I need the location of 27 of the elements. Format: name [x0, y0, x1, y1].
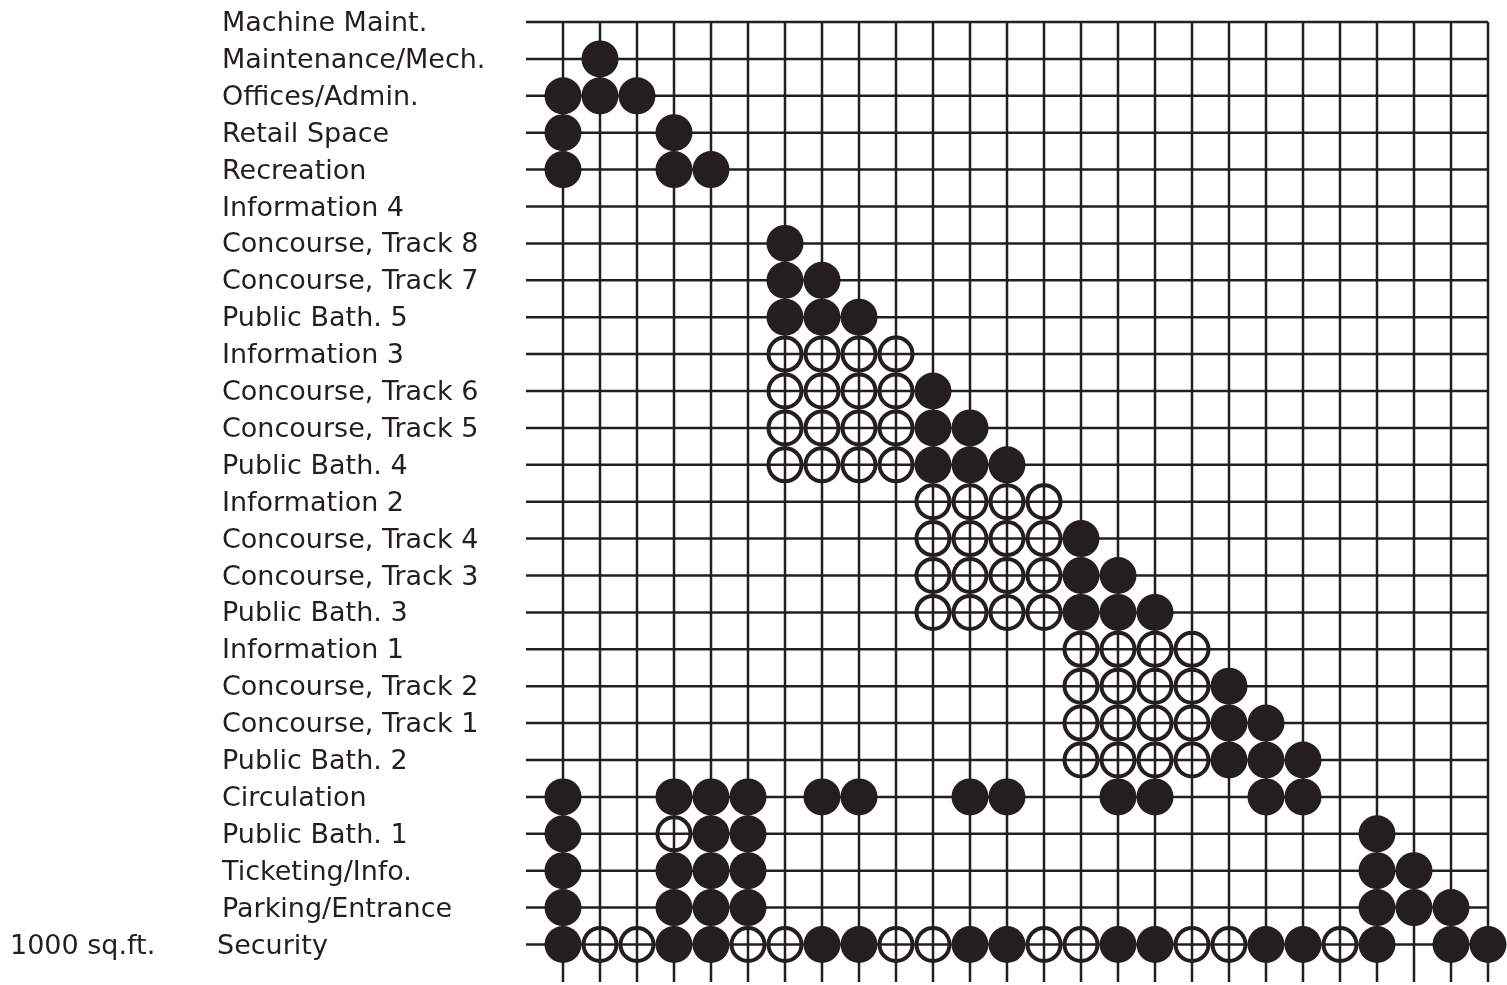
row-label: Circulation: [222, 780, 367, 813]
row-label: Recreation: [222, 153, 367, 186]
row-label: Offices/Admin.: [222, 79, 419, 112]
row-label: Concourse, Track 2: [222, 670, 479, 703]
row-label: Public Bath. 5: [222, 301, 408, 334]
row-label: Public Bath. 1: [222, 817, 408, 850]
row-label: Security: [217, 928, 328, 961]
row-label: Public Bath. 2: [222, 744, 408, 776]
row-label: Concourse, Track 5: [222, 411, 479, 444]
row-label: Retail Space: [222, 116, 390, 149]
row-label: Concourse, Track 7: [222, 264, 479, 297]
row-label: Information 1: [222, 633, 405, 666]
row-label: Concourse, Track 4: [222, 522, 479, 555]
row-label: Information 4: [222, 190, 405, 223]
row-label: Concourse, Track 8: [222, 227, 479, 260]
scale-note: 1000 sq.ft.: [10, 928, 156, 961]
row-label: Parking/Entrance: [222, 891, 453, 924]
row-label: Concourse, Track 6: [222, 375, 479, 407]
row-label: Public Bath. 3: [222, 596, 408, 629]
row-label: Public Bath. 4: [222, 448, 408, 481]
row-label: Ticketing/Info.: [222, 854, 412, 887]
row-label: Information 3: [222, 338, 405, 371]
row-label: Information 2: [222, 485, 405, 518]
row-label: Concourse, Track 3: [222, 559, 479, 592]
row-label: Maintenance/Mech.: [222, 42, 486, 75]
row-label: Machine Maint.: [222, 6, 428, 38]
row-label: Concourse, Track 1: [222, 707, 479, 740]
